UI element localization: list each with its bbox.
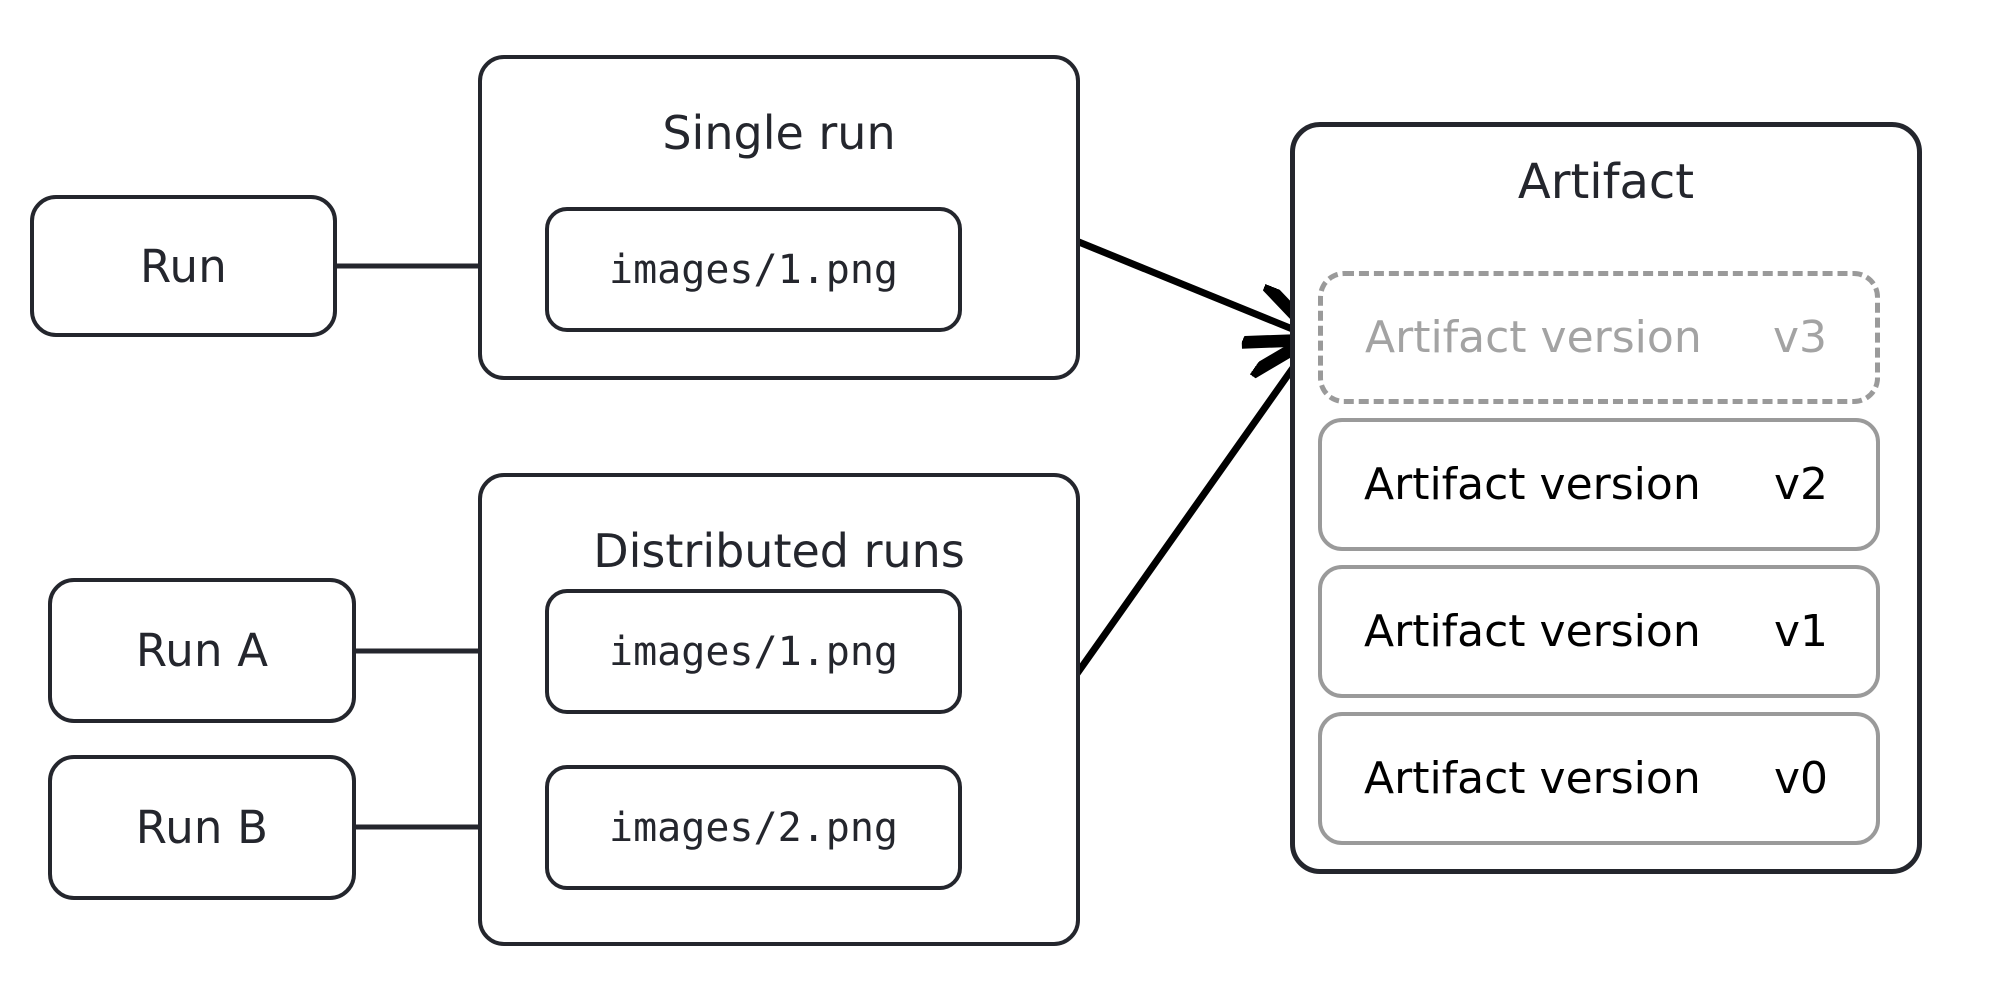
distributed-runs-group-title: Distributed runs — [593, 524, 965, 578]
artifact-version-tag-v0: v0 — [1773, 752, 1828, 804]
artifact-panel-title: Artifact — [1517, 154, 1695, 210]
artifact-version-row-v0[interactable]: Artifact version v0 — [1318, 712, 1880, 845]
artifact-version-name-v2: Artifact version — [1364, 458, 1701, 510]
artifact-version-row-v1[interactable]: Artifact version v1 — [1318, 565, 1880, 698]
distributed-file-label-2: images/2.png — [609, 804, 898, 851]
distributed-file-item-2[interactable]: images/2.png — [545, 765, 962, 890]
artifact-version-row-v3[interactable]: Artifact version v3 — [1318, 271, 1880, 404]
artifact-version-name-v1: Artifact version — [1364, 605, 1701, 657]
single-run-file-label: images/1.png — [609, 246, 898, 293]
distributed-file-label-1: images/1.png — [609, 628, 898, 675]
run-node[interactable]: Run — [30, 195, 337, 337]
edge-singlerun-to-v3 — [1067, 234, 1312, 337]
artifact-version-name-v0: Artifact version — [1364, 752, 1701, 804]
artifact-version-name-v3: Artifact version — [1365, 311, 1702, 363]
artifact-version-row-v2[interactable]: Artifact version v2 — [1318, 418, 1880, 551]
artifact-version-tag-v3: v3 — [1772, 311, 1827, 363]
artifact-version-tag-v2: v2 — [1773, 458, 1828, 510]
distributed-file-item-1[interactable]: images/1.png — [545, 589, 962, 714]
run-a-node[interactable]: Run A — [48, 578, 356, 723]
run-b-node-label: Run B — [135, 801, 269, 854]
artifact-version-tag-v1: v1 — [1773, 605, 1828, 657]
run-node-label: Run — [140, 239, 227, 293]
edge-distributedruns-to-v3 — [1066, 341, 1312, 688]
run-a-node-label: Run A — [135, 624, 269, 677]
run-b-node[interactable]: Run B — [48, 755, 356, 900]
single-run-group-title: Single run — [662, 106, 896, 160]
single-run-file-item[interactable]: images/1.png — [545, 207, 962, 332]
